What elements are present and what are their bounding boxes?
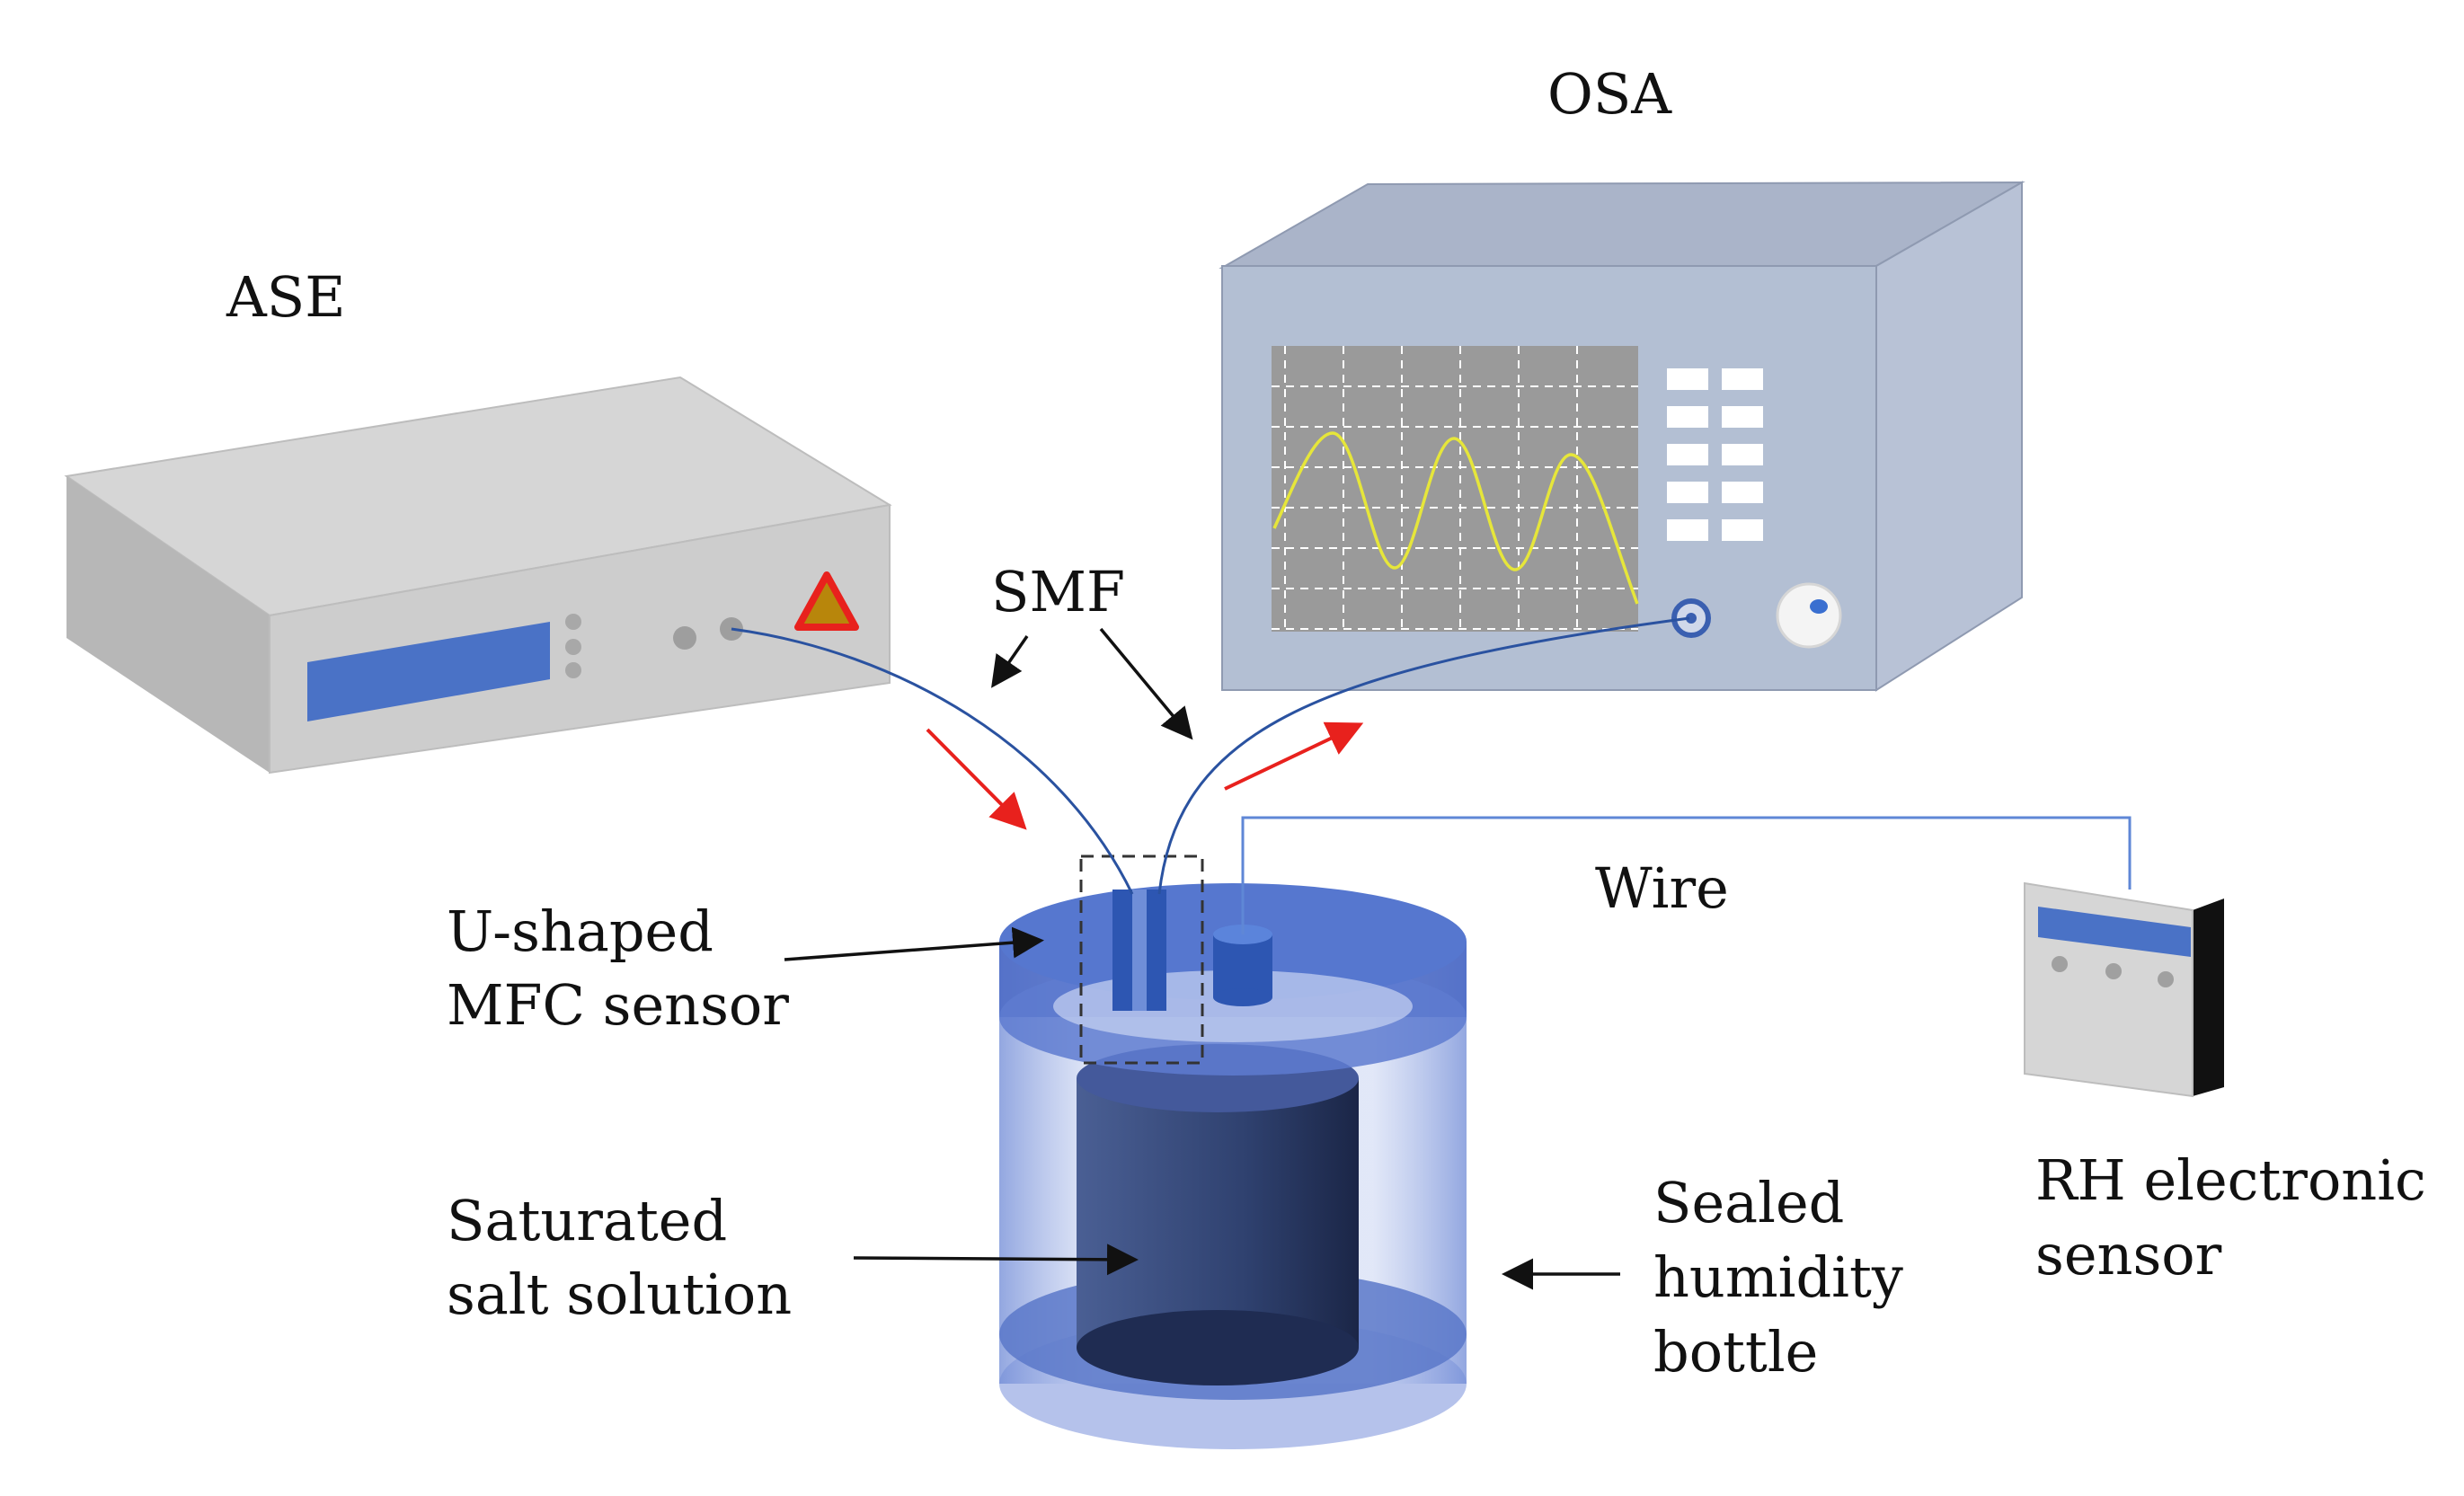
- rh-probe-body: [1213, 934, 1272, 997]
- mfc-probe-gap: [1132, 890, 1147, 1011]
- laser-warning-icon: [794, 571, 859, 631]
- humidity-bottle: [999, 854, 1467, 1449]
- mfc-probe-right: [1147, 890, 1166, 1011]
- osa-label: OSA: [1547, 61, 1672, 127]
- osa-device: [1219, 181, 2025, 692]
- mfc-probe-left: [1112, 890, 1132, 1011]
- ase-indicator-dot: [565, 614, 581, 630]
- osa-knob: [1776, 582, 1842, 649]
- ase-indicator-dot: [565, 639, 581, 655]
- wire-label: Wire: [1595, 855, 1729, 921]
- rh-label-line2: sensor: [2035, 1222, 2222, 1288]
- osa-knob-marker: [1810, 599, 1828, 614]
- rh-sensor-display: [2038, 907, 2191, 957]
- rh-sensor-side: [2193, 898, 2224, 1096]
- ase-front-face: [269, 503, 891, 775]
- ase-side-face: [66, 476, 270, 773]
- ase-port: [673, 626, 696, 650]
- sensor-label-line2: MFC sensor: [447, 972, 789, 1038]
- sensor-callout-arrow: [784, 926, 1044, 961]
- bottle-label-line2: humidity: [1653, 1244, 1903, 1310]
- osa-key: [1722, 444, 1763, 465]
- rh-sensor-device: [2024, 881, 2224, 1098]
- ase-display: [307, 622, 550, 721]
- ase-label: ASE: [226, 264, 346, 330]
- salt-solution-bottom: [1077, 1310, 1359, 1385]
- osa-key: [1722, 519, 1763, 541]
- smf-callout-arrow-left: [991, 635, 1029, 688]
- light-direction-out-arrow: [1224, 721, 1364, 791]
- osa-keypad: [1667, 368, 1763, 541]
- osa-key: [1722, 406, 1763, 428]
- ase-device: [64, 376, 892, 775]
- smf-callout-arrow-right: [1099, 627, 1193, 740]
- rh-sensor-button: [2105, 963, 2122, 979]
- osa-key: [1722, 482, 1763, 503]
- osa-key: [1667, 519, 1708, 541]
- rh-label-line1: RH electronic: [2035, 1147, 2426, 1213]
- rh-probe-bottom: [1213, 988, 1272, 1006]
- bottle-label-line3: bottle: [1653, 1319, 1818, 1385]
- mfc-sensor-probe: [1112, 890, 1166, 1011]
- rh-probe: [1213, 925, 1272, 1006]
- osa-side-face: [1875, 181, 2023, 692]
- osa-screen: [1272, 346, 1638, 632]
- light-direction-in-arrow: [926, 728, 1027, 830]
- salt-callout-arrow: [853, 1244, 1139, 1276]
- rh-sensor-button: [2158, 971, 2174, 987]
- smf-fiber-input: [731, 627, 1134, 895]
- osa-screen-grid: [1272, 346, 1638, 632]
- rh-sensor-button: [2052, 956, 2068, 972]
- salt-solution-body: [1077, 1078, 1359, 1348]
- osa-key: [1667, 368, 1708, 390]
- osa-key: [1722, 368, 1763, 390]
- smf-label: SMF: [991, 559, 1125, 624]
- smf-fiber-output: [1157, 616, 1690, 895]
- ase-indicator-dot: [565, 662, 581, 678]
- sensor-label-line1: U-shaped: [447, 898, 713, 964]
- rh-wire: [1241, 816, 2132, 934]
- osa-key: [1667, 482, 1708, 503]
- osa-key: [1667, 406, 1708, 428]
- salt-label-line1: Saturated: [447, 1188, 727, 1253]
- osa-key: [1667, 444, 1708, 465]
- bottle-label-line1: Sealed: [1653, 1170, 1844, 1235]
- salt-solution-container: [1077, 1044, 1359, 1385]
- osa-input-port-core: [1686, 613, 1697, 624]
- salt-label-line2: salt solution: [447, 1261, 792, 1327]
- osa-waveform: [1272, 431, 1639, 605]
